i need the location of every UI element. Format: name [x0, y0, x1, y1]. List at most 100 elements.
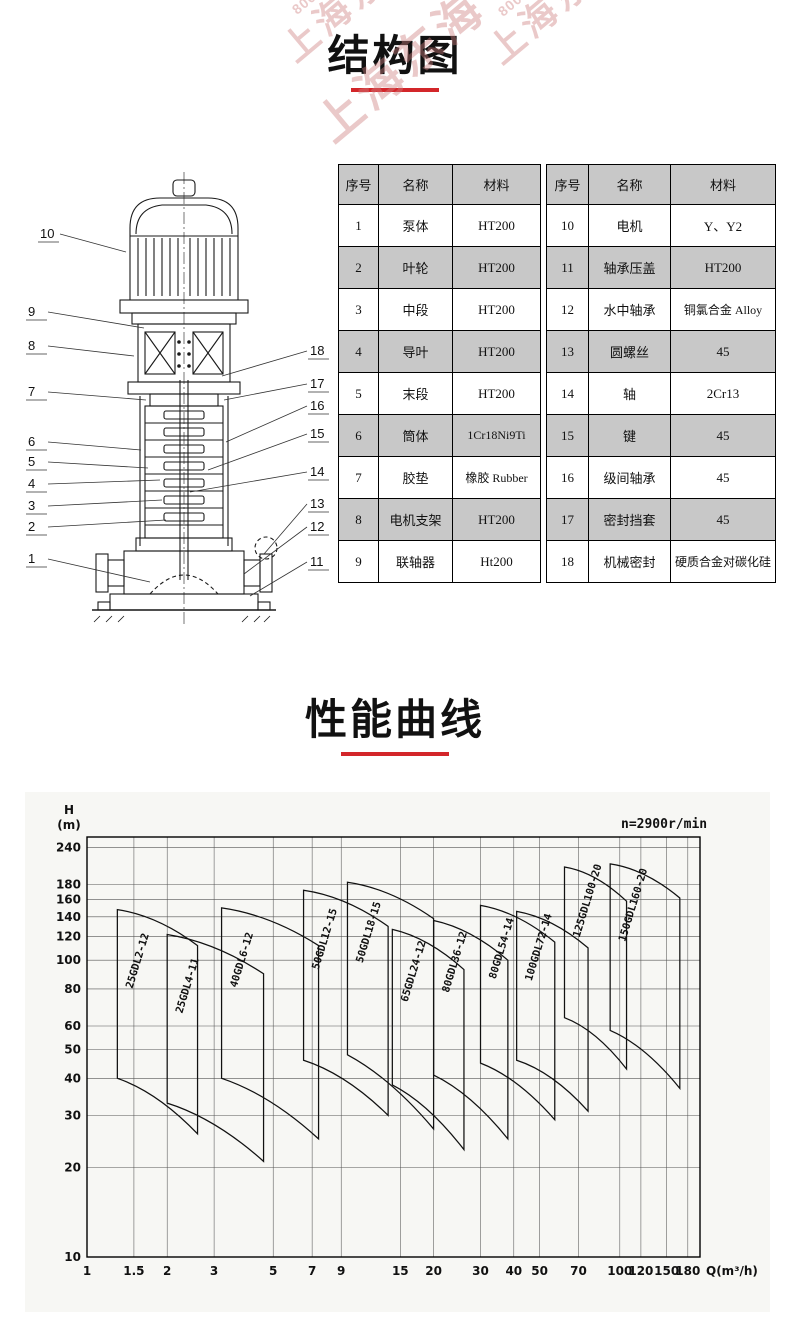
callout-leader: [47, 479, 161, 485]
table-cell: 2: [338, 246, 379, 289]
table-cell: 筒体: [378, 414, 453, 457]
column-header: 材料: [669, 164, 777, 205]
table-cell: Ht200: [452, 540, 541, 583]
x-tick-label: 15: [392, 1264, 409, 1278]
table-cell: 硬质合金对碳化硅: [669, 540, 777, 583]
x-tick-label: 3: [210, 1264, 218, 1278]
x-tick-label: 100: [607, 1264, 632, 1278]
callout-leader: [47, 345, 135, 357]
table-cell: 15: [546, 414, 589, 457]
y-tick-label: 50: [64, 1043, 81, 1057]
title-underline: [351, 88, 439, 92]
table-cell: 7: [338, 456, 379, 499]
y-tick-label: 10: [64, 1250, 81, 1264]
table-cell: 45: [669, 498, 777, 541]
motor-bracket: [137, 323, 231, 383]
callout-number: 16: [310, 398, 324, 413]
table-cell: 45: [669, 330, 777, 373]
x-tick-label: 1.5: [123, 1264, 144, 1278]
x-tick-label: 50: [531, 1264, 548, 1278]
column-header: 名称: [588, 164, 671, 205]
pump-model-label: 25GDL2-12: [124, 932, 152, 990]
y-tick-label: 160: [56, 893, 81, 907]
y-tick-label: 140: [56, 910, 81, 924]
structure-section-title: 结构图: [327, 32, 463, 79]
callout-number: 13: [310, 496, 324, 511]
pump-model-label: 80GDL36-12: [440, 930, 470, 994]
table-cell: 键: [588, 414, 671, 457]
callout-leader: [249, 561, 308, 597]
table-cell: 圆螺丝: [588, 330, 671, 373]
y-axis-unit: (m): [57, 818, 80, 832]
table-cell: 17: [546, 498, 589, 541]
callout-leader: [47, 391, 147, 401]
callout-leader: [47, 519, 167, 528]
callout-number: 10: [40, 226, 54, 241]
table-cell: Y、Y2: [669, 204, 777, 247]
callout-leader: [223, 383, 308, 401]
y-tick-label: 120: [56, 930, 81, 944]
table-cell: 电机: [588, 204, 671, 247]
plot-border: [86, 836, 701, 1258]
table-header-row: 序号名称材料: [546, 164, 777, 205]
table-cell: 13: [546, 330, 589, 373]
table-cell: 电机支架: [378, 498, 453, 541]
title-underline: [341, 752, 449, 756]
callout-number: 12: [310, 519, 324, 534]
column-header: 序号: [338, 164, 379, 205]
x-tick-label: 40: [505, 1264, 522, 1278]
pump-model-region: [166, 933, 265, 1163]
motor: [129, 179, 239, 301]
table-cell: 10: [546, 204, 589, 247]
y-tick-label: 40: [64, 1071, 81, 1085]
table-cell: 18: [546, 540, 589, 583]
callout-leader: [207, 433, 308, 471]
x-tick-label: 2: [163, 1264, 171, 1278]
table-cell: HT200: [452, 330, 541, 373]
table-cell: 11: [546, 246, 589, 289]
y-tick-label: 180: [56, 877, 81, 891]
table-cell: 4: [338, 330, 379, 373]
y-axis-title: H: [64, 803, 74, 817]
table-cell: 12: [546, 288, 589, 331]
x-tick-label: 20: [425, 1264, 442, 1278]
table-cell: 橡胶 Rubber: [452, 456, 541, 499]
callout-number: 11: [310, 554, 324, 569]
y-tick-label: 30: [64, 1108, 81, 1122]
callout-number: 14: [310, 464, 324, 479]
pump-model-region: [516, 910, 589, 1113]
table-cell: 45: [669, 456, 777, 499]
shaft: [179, 380, 189, 580]
pump-model-region: [479, 904, 556, 1122]
table-cell: 轴承压盖: [588, 246, 671, 289]
table-cell: HT200: [452, 498, 541, 541]
x-tick-label: 7: [308, 1264, 316, 1278]
callout-leader: [59, 233, 127, 253]
callout-leader: [221, 350, 308, 377]
table-cell: 14: [546, 372, 589, 415]
callout-leader: [243, 526, 308, 575]
x-tick-label: 5: [269, 1264, 277, 1278]
pump-model-label: 65GDL24-12: [399, 939, 429, 1003]
x-tick-label: 1: [83, 1264, 91, 1278]
pump-casing: [95, 536, 278, 595]
table-cell: 末段: [378, 372, 453, 415]
y-tick-label: 20: [64, 1161, 81, 1175]
table-cell: 8: [338, 498, 379, 541]
pump-model-region: [563, 866, 628, 1071]
pump-model-region: [609, 863, 681, 1091]
callout-leader: [225, 405, 308, 443]
x-axis-title: Q(m³/h): [706, 1264, 758, 1278]
x-tick-label: 30: [472, 1264, 489, 1278]
callout-number: 8: [28, 338, 35, 353]
